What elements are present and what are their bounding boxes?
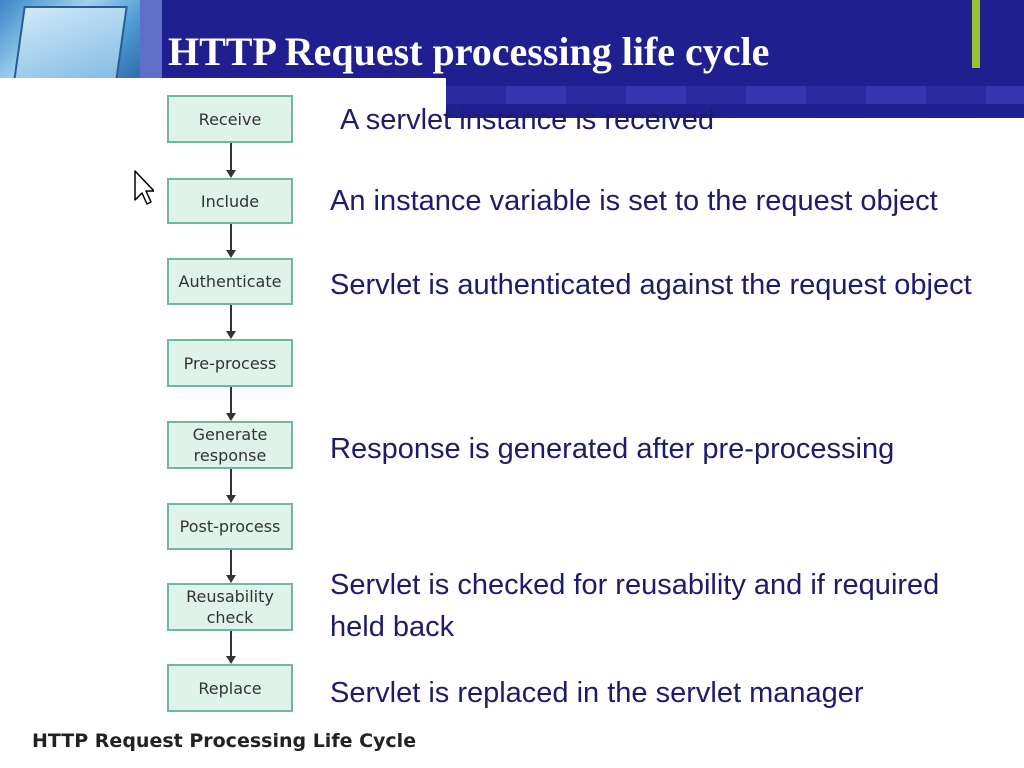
arrow-down-icon xyxy=(226,143,236,178)
arrow-down-icon xyxy=(226,631,236,664)
figure-caption: HTTP Request Processing Life Cycle xyxy=(32,730,417,752)
arrow-down-icon xyxy=(226,387,236,421)
flow-step-pre-process: Pre-process xyxy=(167,339,293,387)
flow-step-reusability-check: Reusability check xyxy=(167,583,293,631)
arrow-down-icon xyxy=(226,469,236,503)
flow-step-include: Include xyxy=(167,178,293,224)
arrow-down-icon xyxy=(226,305,236,339)
accent-bar xyxy=(972,0,980,68)
flow-step-generate-response: Generate response xyxy=(167,421,293,469)
flow-step-receive: Receive xyxy=(167,95,293,143)
description-replace: Servlet is replaced in the servlet manag… xyxy=(330,677,864,709)
description-generate-response: Response is generated after pre-processi… xyxy=(330,433,895,465)
flow-step-authenticate: Authenticate xyxy=(167,258,293,305)
mouse-pointer-icon xyxy=(134,170,154,205)
arrow-down-icon xyxy=(226,224,236,258)
flow-step-post-process: Post-process xyxy=(167,503,293,550)
header-band xyxy=(446,86,1024,104)
description-include: An instance variable is set to the reque… xyxy=(330,185,938,217)
arrow-down-icon xyxy=(226,550,236,583)
flow-step-replace: Replace xyxy=(167,664,293,712)
description-reusability-check: Servlet is checked for reusability and i… xyxy=(330,569,940,643)
slide-title: HTTP Request processing life cycle xyxy=(168,29,770,74)
description-authenticate: Servlet is authenticated against the req… xyxy=(330,269,972,301)
description-receive: A servlet instance is received xyxy=(340,104,714,136)
monitor-image xyxy=(12,6,128,88)
